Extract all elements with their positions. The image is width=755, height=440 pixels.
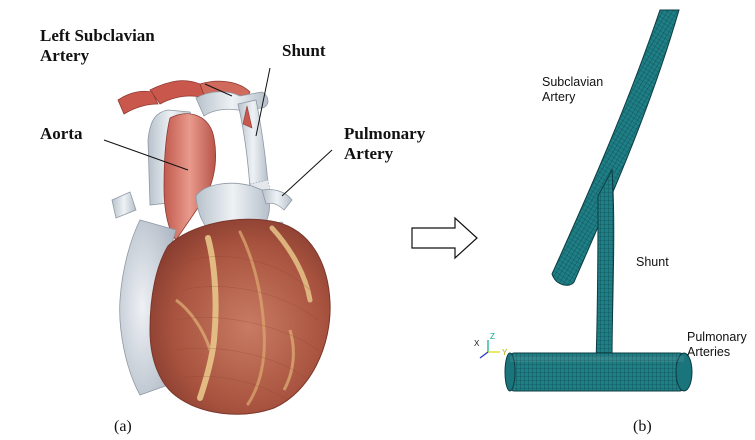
axis-z-label: Z [490, 332, 495, 341]
label-pulmonary-b-line1: Pulmonary [687, 330, 747, 345]
panel-b-mesh [505, 10, 692, 391]
label-pulmonary-line2: Artery [344, 144, 425, 164]
label-subclavian-b-line2: Artery [542, 90, 603, 105]
label-left-subclavian-line2: Artery [40, 46, 155, 66]
label-left-subclavian-artery: Left Subclavian Artery [40, 26, 155, 66]
label-subclavian-artery-b: Subclavian Artery [542, 75, 603, 105]
mesh-subclavian-artery [552, 10, 679, 285]
axis-triad: X Y Z [474, 332, 508, 358]
label-aorta: Aorta [40, 124, 82, 144]
shunt-tube [238, 100, 270, 192]
caption-b: (b) [633, 418, 652, 436]
label-pulmonary-line1: Pulmonary [344, 124, 425, 144]
label-pulmonary-arteries-b: Pulmonary Arteries [687, 330, 747, 360]
label-left-subclavian-line1: Left Subclavian [40, 26, 155, 46]
label-shunt-a: Shunt [282, 41, 325, 61]
transition-arrow [412, 218, 477, 258]
mesh-shunt [596, 170, 614, 362]
heart-ventricles [150, 219, 330, 414]
axis-x-label: X [474, 339, 480, 348]
label-subclavian-b-line1: Subclavian [542, 75, 603, 90]
label-pulmonary-artery: Pulmonary Artery [344, 124, 425, 164]
axis-y-label: Y [502, 348, 508, 357]
leader-pulmonary-artery [282, 150, 332, 196]
label-pulmonary-b-line2: Arteries [687, 345, 747, 360]
caption-a: (a) [114, 418, 132, 436]
label-shunt-b: Shunt [636, 255, 669, 270]
